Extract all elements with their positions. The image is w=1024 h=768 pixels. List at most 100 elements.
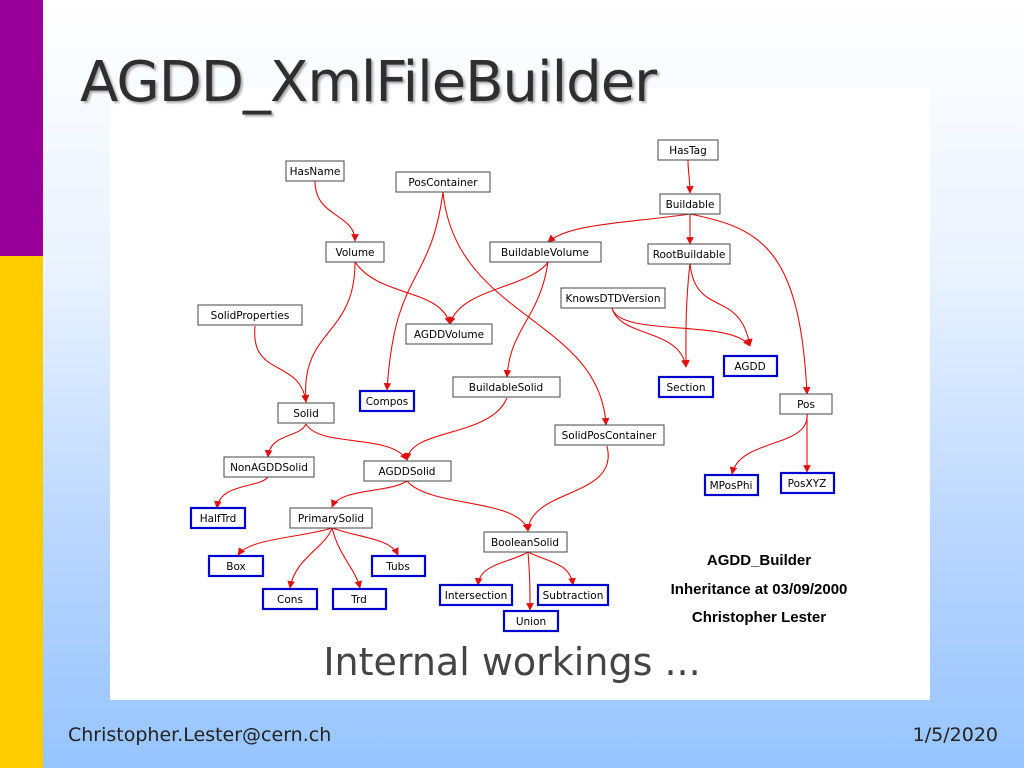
node-label: BuildableSolid: [469, 382, 543, 394]
node-primarysolid: PrimarySolid: [289, 507, 373, 529]
caption-line-1: AGDD_Builder: [707, 552, 811, 569]
edge-poscontainer-solidposcontainer: [442, 191, 610, 426]
edge-pos-mposphi: [729, 413, 808, 475]
node-label: PosXYZ: [788, 478, 827, 490]
node-label: BooleanSolid: [491, 537, 559, 549]
node-label: PosContainer: [408, 177, 478, 189]
edge-buildablevolume-agddvolume: [448, 261, 549, 325]
node-label: SolidPosContainer: [562, 430, 657, 442]
node-label: SolidProperties: [211, 310, 290, 322]
node-volume: Volume: [325, 241, 385, 263]
node-tubs: Tubs: [370, 554, 427, 578]
node-label: RootBuildable: [653, 249, 726, 261]
edge-agddsolid-booleansolid: [406, 480, 531, 532]
accent-bar-yellow: [0, 256, 43, 768]
node-rootbuildable: RootBuildable: [647, 243, 731, 265]
node-label: Volume: [335, 247, 374, 259]
edge-knowsdtd-agdd: [611, 307, 751, 347]
edge-solid-nonagddsolid: [264, 423, 307, 458]
node-label: MPosPhi: [710, 480, 753, 492]
node-compos: Compos: [358, 389, 416, 413]
edge-hasname-volume: [314, 180, 359, 242]
node-booleansolid: BooleanSolid: [483, 531, 568, 553]
node-label: Tubs: [385, 561, 410, 573]
edge-solid-agddsolid: [305, 423, 408, 461]
node-halftrd: HalfTrd: [189, 506, 247, 530]
caption-line-2: Inheritance at 03/09/2000: [671, 581, 848, 598]
node-label: BuildableVolume: [501, 247, 589, 259]
node-agdd: AGDD: [722, 354, 779, 378]
node-buildable: Buildable: [659, 193, 721, 215]
node-union: Union: [502, 609, 560, 633]
edges: [214, 159, 811, 611]
edge-booleansolid-intersection: [474, 551, 529, 586]
node-poscontainer: PosContainer: [395, 171, 491, 193]
node-label: Trd: [350, 594, 367, 606]
edge-rootbuildable-section: [682, 262, 691, 368]
edge-primarysolid-trd: [331, 527, 363, 589]
edge-buildable-buildablevolume: [547, 213, 691, 243]
node-knowsdtdversion: KnowsDTDVersion: [560, 287, 666, 309]
node-posxyz: PosXYZ: [779, 471, 836, 495]
node-solid: Solid: [277, 402, 335, 424]
node-label: Cons: [277, 594, 303, 606]
edge-volume-solid: [301, 261, 356, 403]
edge-nonagddsolid-halftrd: [214, 476, 269, 509]
footer-date: 1/5/2020: [912, 724, 998, 746]
node-cons: Cons: [261, 587, 319, 611]
edge-buildablesolid-agddsolid: [403, 397, 508, 461]
node-label: Subtraction: [543, 590, 604, 602]
slide-title: AGDD_XmlFileBuilder: [80, 50, 657, 115]
node-agddsolid: AGDDSolid: [363, 460, 452, 482]
inheritance-diagram: HasTag Buildable HasName PosContainer Vo…: [189, 139, 848, 633]
node-label: HalfTrd: [200, 513, 237, 525]
accent-bar-purple: [0, 0, 43, 256]
caption-line-3: Christopher Lester: [692, 609, 826, 626]
edge-buildablevolume-buildablesolid: [503, 261, 549, 378]
node-solidproperties: SolidProperties: [197, 304, 303, 326]
node-label: Solid: [293, 408, 319, 420]
node-nonagddsolid: NonAGDDSolid: [223, 456, 315, 478]
node-label: Pos: [797, 399, 815, 411]
node-label: Compos: [366, 396, 409, 408]
edge-primarysolid-cons: [287, 527, 333, 589]
node-label: PrimarySolid: [298, 513, 364, 525]
node-label: Union: [516, 616, 546, 628]
node-pos: Pos: [779, 393, 833, 415]
node-label: HasName: [290, 166, 341, 178]
node-label: Section: [666, 382, 705, 394]
edge-solidposcontainer-booleansolid: [524, 445, 609, 532]
node-trd: Trd: [331, 587, 388, 611]
edge-rootbuildable-agdd: [689, 262, 753, 347]
node-label: NonAGDDSolid: [230, 462, 308, 474]
edge-buildable-pos: [689, 213, 811, 395]
node-label: HasTag: [669, 145, 707, 157]
node-label: Intersection: [445, 590, 507, 602]
node-subtraction: Subtraction: [536, 583, 610, 607]
node-hastag: HasTag: [657, 139, 719, 161]
node-label: Buildable: [666, 199, 715, 211]
edge-booleansolid-union: [526, 551, 534, 611]
node-mposphi: MPosPhi: [703, 473, 760, 497]
edge-primarysolid-box: [237, 527, 333, 556]
edge-poscontainer-compos: [383, 191, 444, 391]
diagram-panel: HasTag Buildable HasName PosContainer Vo…: [110, 88, 930, 700]
edge-booleansolid-subtraction: [527, 551, 576, 586]
node-label: KnowsDTDVersion: [565, 293, 660, 305]
node-hasname: HasName: [285, 160, 345, 182]
node-buildablevolume: BuildableVolume: [489, 241, 602, 263]
node-section: Section: [657, 375, 715, 399]
node-label: Box: [226, 561, 246, 573]
edge-primarysolid-tubs: [331, 527, 399, 556]
node-box: Box: [207, 554, 265, 578]
node-buildablesolid: BuildableSolid: [452, 376, 561, 398]
edge-hastag-buildable: [686, 159, 694, 194]
node-label: AGDDVolume: [414, 329, 484, 341]
slide-subtitle: Internal workings ...: [323, 640, 701, 684]
edge-knowsdtd-section: [611, 307, 689, 368]
footer-email: Christopher.Lester@cern.ch: [68, 724, 332, 746]
edge-volume-agddvolume: [354, 261, 452, 325]
node-solidposcontainer: SolidPosContainer: [554, 424, 665, 446]
node-label: AGDD: [734, 361, 765, 373]
edge-agddsolid-primarysolid: [331, 480, 408, 508]
